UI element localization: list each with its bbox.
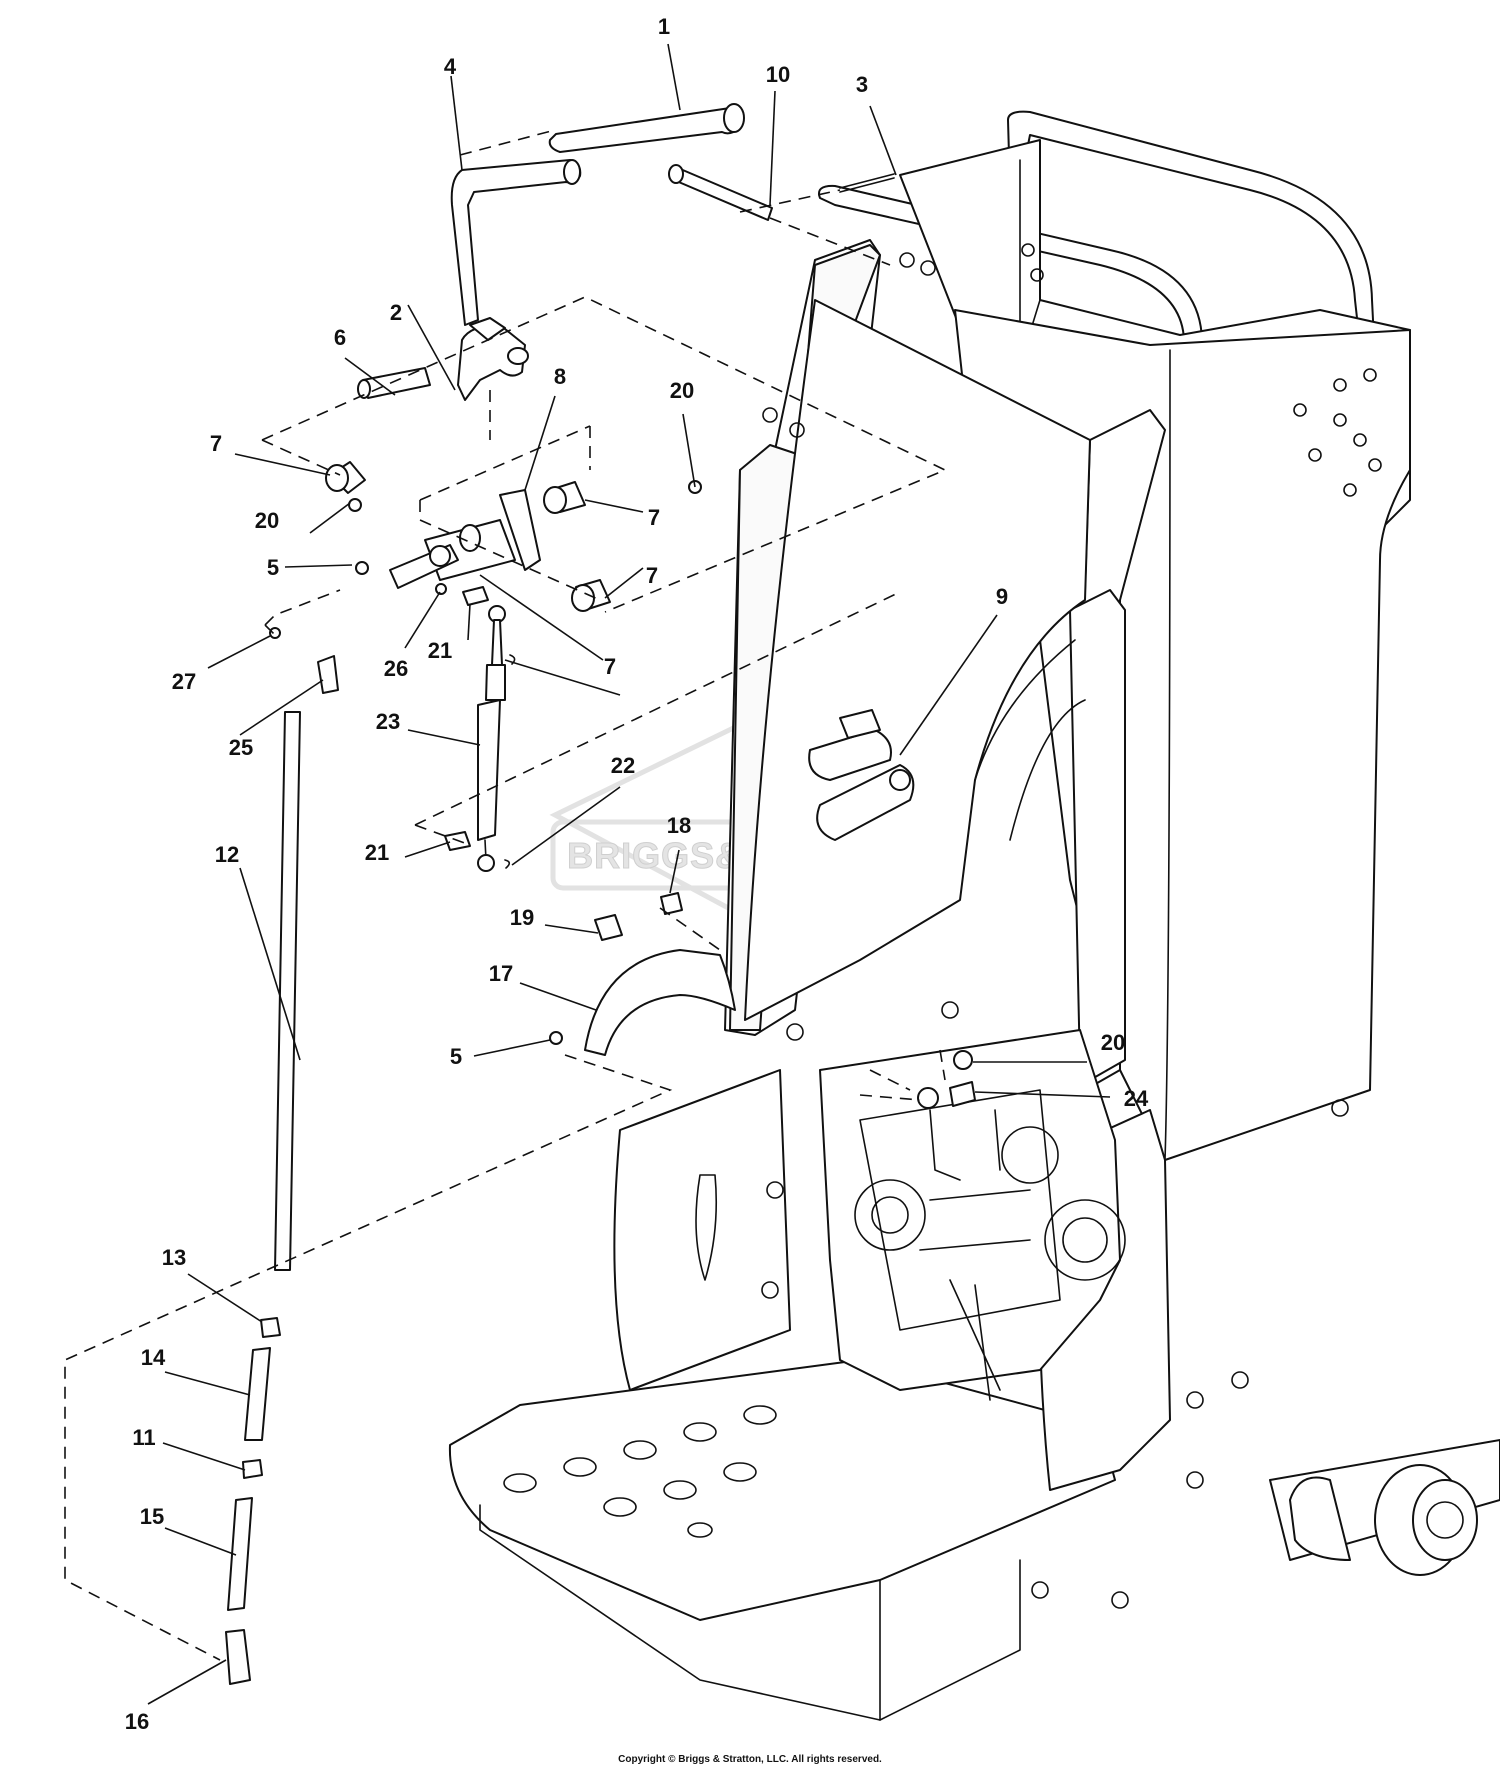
callout-7d: 7 bbox=[604, 654, 616, 679]
part-20-24-nuts bbox=[917, 1050, 976, 1109]
callout-1: 1 bbox=[658, 14, 670, 39]
callout-15: 15 bbox=[140, 1504, 164, 1529]
callout-12: 12 bbox=[215, 842, 239, 867]
callout-23: 23 bbox=[376, 709, 400, 734]
callout-21b: 21 bbox=[365, 840, 389, 865]
callout-26: 26 bbox=[384, 656, 408, 681]
callout-27: 27 bbox=[172, 669, 196, 694]
part-4-handle bbox=[450, 159, 582, 401]
callout-labels: 1 2 3 4 5 5 6 7 7 7 7 8 9 10 11 12 13 14… bbox=[125, 14, 1149, 1734]
callout-13: 13 bbox=[162, 1245, 186, 1270]
part-10-pin bbox=[668, 164, 773, 221]
callout-7b: 7 bbox=[648, 505, 660, 530]
callout-3: 3 bbox=[856, 72, 868, 97]
callout-20a: 20 bbox=[670, 378, 694, 403]
callout-25: 25 bbox=[229, 735, 253, 760]
copyright-notice: Copyright © Briggs & Stratton, LLC. All … bbox=[618, 1754, 882, 1765]
callout-17: 17 bbox=[489, 961, 513, 986]
deck-assembly bbox=[448, 1001, 1500, 1721]
callout-22: 22 bbox=[611, 753, 635, 778]
callout-5a: 5 bbox=[267, 555, 279, 580]
part-17-arc-bracket bbox=[584, 892, 736, 1056]
part-23-gas-spring bbox=[444, 586, 516, 872]
callout-10: 10 bbox=[766, 62, 790, 87]
callout-9: 9 bbox=[996, 584, 1008, 609]
callout-20c: 20 bbox=[1101, 1030, 1125, 1055]
part-linkage-rod bbox=[225, 655, 339, 1685]
callout-24: 24 bbox=[1124, 1086, 1149, 1111]
callout-6: 6 bbox=[334, 325, 346, 350]
callout-16: 16 bbox=[125, 1709, 149, 1734]
assembly-guide-lines bbox=[64, 129, 947, 1661]
callout-leaders bbox=[147, 43, 1111, 1705]
callout-5b: 5 bbox=[450, 1044, 462, 1069]
part-arm-and-nuts bbox=[269, 480, 702, 1045]
part-7-bushings bbox=[325, 461, 611, 612]
callout-19: 19 bbox=[510, 905, 534, 930]
part-3-cotter-pin bbox=[839, 173, 895, 193]
frame-assembly bbox=[724, 110, 1411, 1161]
callout-14: 14 bbox=[141, 1345, 166, 1370]
callout-18: 18 bbox=[667, 813, 691, 838]
callout-4: 4 bbox=[444, 54, 457, 79]
callout-20b: 20 bbox=[255, 508, 279, 533]
callout-21a: 21 bbox=[428, 638, 452, 663]
part-1-grip bbox=[548, 103, 745, 153]
callout-11: 11 bbox=[132, 1425, 155, 1450]
callout-8: 8 bbox=[554, 364, 566, 389]
callout-7a: 7 bbox=[210, 431, 222, 456]
callout-2: 2 bbox=[390, 300, 402, 325]
part-6-shaft bbox=[357, 367, 431, 399]
callout-7c: 7 bbox=[646, 563, 658, 588]
part-9-lever-arm bbox=[808, 709, 915, 841]
